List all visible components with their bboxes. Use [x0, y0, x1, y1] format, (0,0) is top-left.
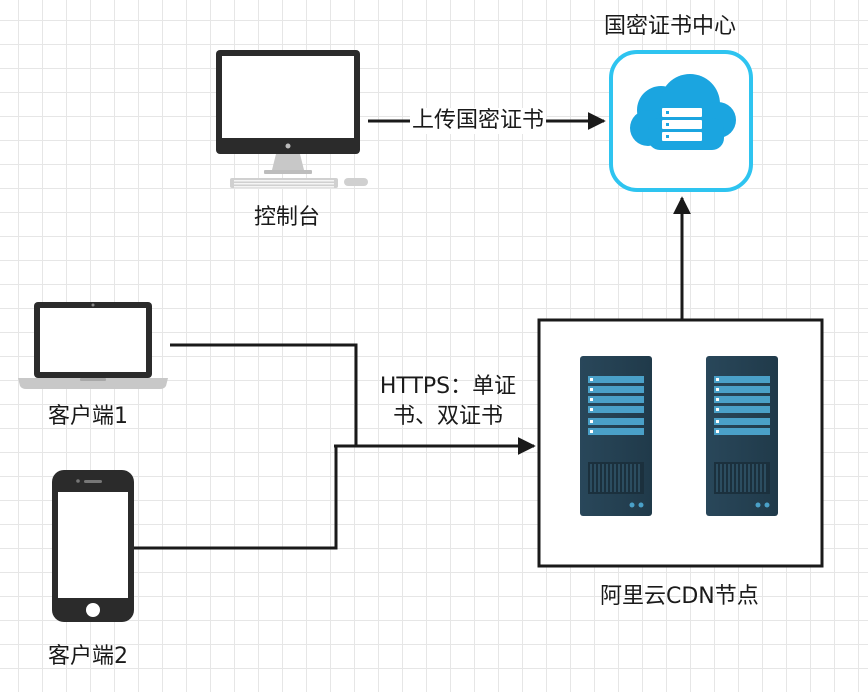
console-label: 控制台: [254, 205, 321, 230]
laptop-icon: [18, 302, 168, 389]
ca-label: 国密证书中心: [604, 14, 737, 39]
server-rack-icon: [580, 356, 778, 516]
smartphone-icon: [52, 470, 134, 622]
client1-connection: [170, 343, 358, 446]
desktop-monitor-icon: [216, 50, 368, 188]
cloud-server-icon: [609, 50, 753, 192]
client2-connection: [134, 446, 338, 550]
https-label: HTTPS：单证书、双证书: [379, 374, 517, 429]
cdn-label: 阿里云CDN节点: [600, 584, 759, 609]
client2-label: 客户端2: [48, 644, 128, 669]
client1-label: 客户端1: [48, 404, 128, 429]
upload-label: 上传国密证书: [410, 108, 547, 135]
